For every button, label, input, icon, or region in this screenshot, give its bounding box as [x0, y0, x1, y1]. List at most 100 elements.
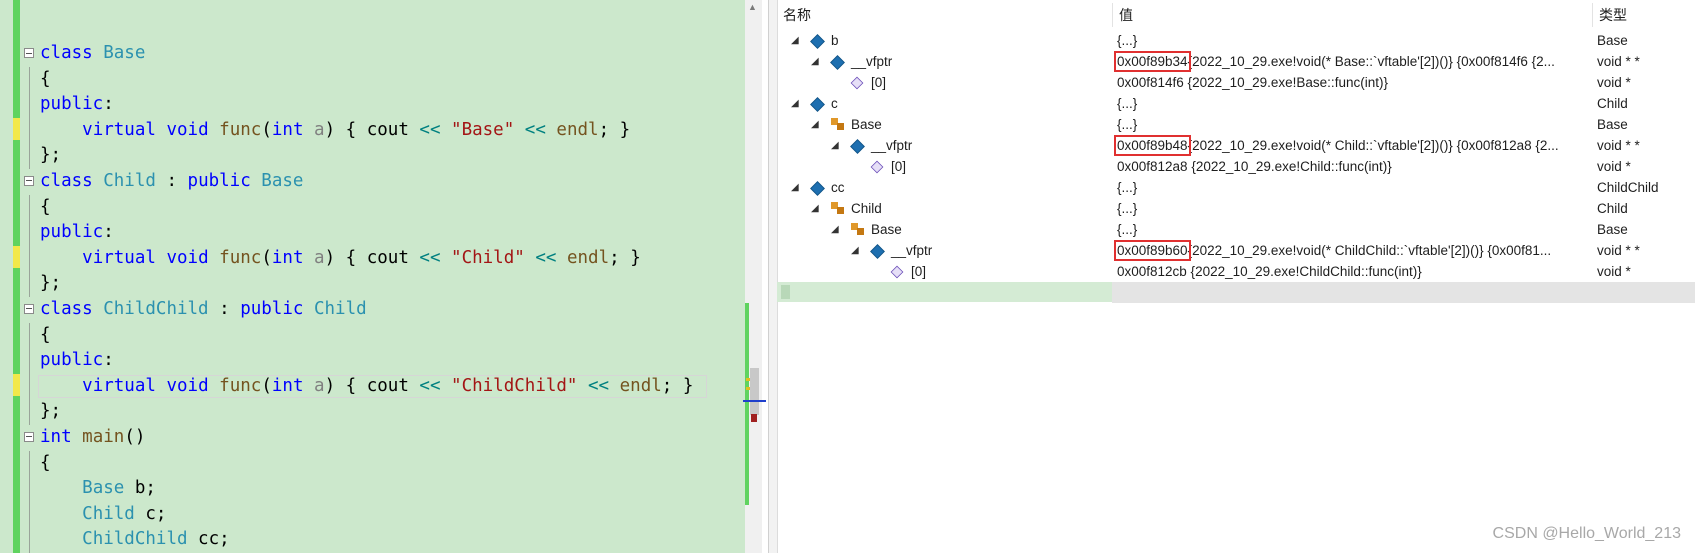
add-watch-row[interactable] — [777, 282, 1695, 303]
code-line[interactable]: class Base — [24, 41, 693, 67]
watch-variable-name: b — [831, 33, 839, 48]
code-line[interactable]: class Child : public Base — [24, 169, 693, 195]
code-line[interactable]: Child c; — [24, 501, 693, 528]
code-token: : — [155, 170, 188, 191]
fold-collapse-icon[interactable] — [24, 175, 34, 186]
add-watch-name-cell[interactable] — [777, 282, 1112, 303]
watch-type-cell: void * — [1597, 159, 1631, 174]
watch-value-cell[interactable]: 0x00f89b34{2022_10_29.exe!void(* Base::`… — [1112, 51, 1592, 72]
expand-triangle-icon[interactable]: ◢ — [791, 35, 799, 46]
code-token: : — [103, 222, 114, 243]
outline-guide — [29, 117, 30, 144]
code-line[interactable]: int main() — [24, 425, 693, 451]
expand-triangle-icon[interactable]: ◢ — [851, 245, 859, 256]
watch-row[interactable]: ◢c{...}Child — [777, 93, 1695, 114]
change-tracking-bar — [13, 0, 20, 553]
add-watch-type-cell — [1592, 282, 1695, 303]
code-line[interactable]: { — [24, 322, 693, 349]
watch-name-cell: ◢__vfptr — [777, 51, 1112, 72]
code-token — [93, 171, 104, 191]
editor-vertical-scrollbar[interactable]: ▲ — [743, 0, 766, 553]
watch-value-text: 0x00f814f6 {2022_10_29.exe!Base::func(in… — [1117, 75, 1388, 90]
watch-row[interactable]: [0] 0x00f812a8 {2022_10_29.exe!Child::fun… — [777, 156, 1695, 177]
code-line[interactable]: { — [24, 194, 693, 221]
object-icon — [810, 34, 825, 49]
watch-name-cell: [0] — [777, 72, 1112, 93]
code-line[interactable]: Base b; — [24, 476, 693, 502]
code-line[interactable]: { — [24, 66, 693, 93]
code-line[interactable]: public: — [24, 348, 693, 374]
watch-value-cell[interactable]: 0x00f812a8 {2022_10_29.exe!Child::func(i… — [1112, 156, 1592, 177]
watch-row[interactable]: [0]0x00f812cb {2022_10_29.exe!ChildChild… — [777, 261, 1695, 282]
code-line[interactable]: virtual void func(int a) { cout << "Base… — [24, 117, 693, 144]
watch-variable-name: [0] — [891, 159, 907, 174]
watch-value-cell[interactable]: {...} — [1112, 93, 1592, 114]
code-line[interactable]: public: — [24, 220, 693, 246]
expand-triangle-icon[interactable]: ◢ — [811, 56, 819, 67]
column-header-type[interactable]: 类型 — [1592, 3, 1695, 27]
watch-row[interactable]: [0] 0x00f814f6 {2022_10_29.exe!Base::func… — [777, 72, 1695, 93]
code-line[interactable]: }; — [24, 271, 693, 297]
fold-collapse-icon[interactable] — [24, 48, 34, 58]
code-token: { — [40, 452, 51, 473]
watch-name-cell: [0] — [777, 156, 1112, 177]
fold-collapse-icon[interactable] — [24, 303, 34, 314]
scroll-up-arrow-icon[interactable]: ▲ — [748, 2, 757, 12]
code-token — [556, 248, 567, 268]
expand-triangle-icon[interactable]: ◢ — [791, 98, 799, 109]
expand-triangle-icon[interactable]: ◢ — [831, 224, 839, 235]
vfptr-address: 0x00f89b48 — [1114, 135, 1191, 156]
watch-name-cell: ◢Base — [777, 219, 1112, 240]
code-line[interactable]: }; — [24, 399, 693, 425]
watch-row[interactable]: ◢cc{...}ChildChild — [777, 177, 1695, 198]
watch-left-gutter — [769, 0, 778, 553]
expand-triangle-icon[interactable]: ◢ — [811, 119, 819, 130]
code-token: class — [40, 43, 93, 63]
watch-value-cell[interactable]: {...} — [1112, 177, 1592, 198]
watch-row[interactable]: ◢Base{...}Base — [777, 219, 1695, 240]
watch-value-text: {...} — [1117, 222, 1138, 237]
watch-value-cell[interactable]: {...} — [1112, 198, 1592, 219]
expand-triangle-icon[interactable]: ◢ — [791, 182, 799, 193]
code-line[interactable]: virtual void func(int a) { cout << "Chil… — [24, 373, 708, 400]
watch-variable-name: __vfptr — [871, 138, 913, 153]
code-token: << — [419, 119, 441, 140]
watch-row[interactable]: ◢Child{...}Child — [777, 198, 1695, 219]
watch-value-cell[interactable]: {...} — [1112, 114, 1592, 135]
watch-name-cell: ◢cc — [777, 177, 1112, 198]
watch-value-cell[interactable]: 0x00f89b48{2022_10_29.exe!void(* Child::… — [1112, 135, 1592, 156]
code-line[interactable]: { — [24, 450, 693, 477]
column-header-value[interactable]: 值 — [1112, 3, 1592, 27]
watch-value-cell[interactable]: 0x00f814f6 {2022_10_29.exe!Base::func(in… — [1112, 72, 1592, 93]
scroll-thumb[interactable] — [750, 368, 759, 415]
code-token: << — [524, 119, 546, 140]
watch-row[interactable]: ◢ __vfptr 0x00f89b48{2022_10_29.exe!void(*… — [777, 135, 1695, 156]
fold-collapse-icon[interactable] — [24, 431, 34, 442]
code-line[interactable]: class ChildChild : public Child — [24, 297, 693, 323]
code-line[interactable]: ChildChild cc; — [24, 527, 693, 553]
expand-triangle-icon[interactable]: ◢ — [831, 140, 839, 151]
code-token: int — [40, 426, 72, 447]
watch-value-cell[interactable]: {...} — [1112, 30, 1592, 51]
base-class-icon — [851, 223, 865, 235]
code-token: Base — [103, 43, 146, 63]
code-line[interactable]: virtual void func(int a) { cout << "Chil… — [24, 245, 693, 272]
watch-row[interactable]: ◢Base{...}Base — [777, 114, 1695, 135]
code-token: : — [103, 350, 114, 371]
code-token — [40, 248, 82, 268]
code-editor[interactable]: class Base{public: virtual void func(int… — [0, 0, 745, 553]
column-header-name[interactable]: 名称 — [783, 7, 811, 23]
watch-value-cell[interactable]: 0x00f812cb {2022_10_29.exe!ChildChild::f… — [1112, 261, 1592, 282]
watch-value-cell[interactable]: {...} — [1112, 219, 1592, 240]
watch-row[interactable]: ◢b{...}Base — [777, 30, 1695, 51]
code-line[interactable]: }; — [24, 143, 693, 169]
code-token — [40, 120, 82, 140]
watch-value-cell[interactable]: 0x00f89b60{2022_10_29.exe!void(* ChildCh… — [1112, 240, 1592, 261]
code-line[interactable]: public: — [24, 92, 693, 118]
code-token — [303, 248, 314, 268]
expand-triangle-icon[interactable]: ◢ — [811, 203, 819, 214]
code-token: void — [166, 247, 209, 268]
